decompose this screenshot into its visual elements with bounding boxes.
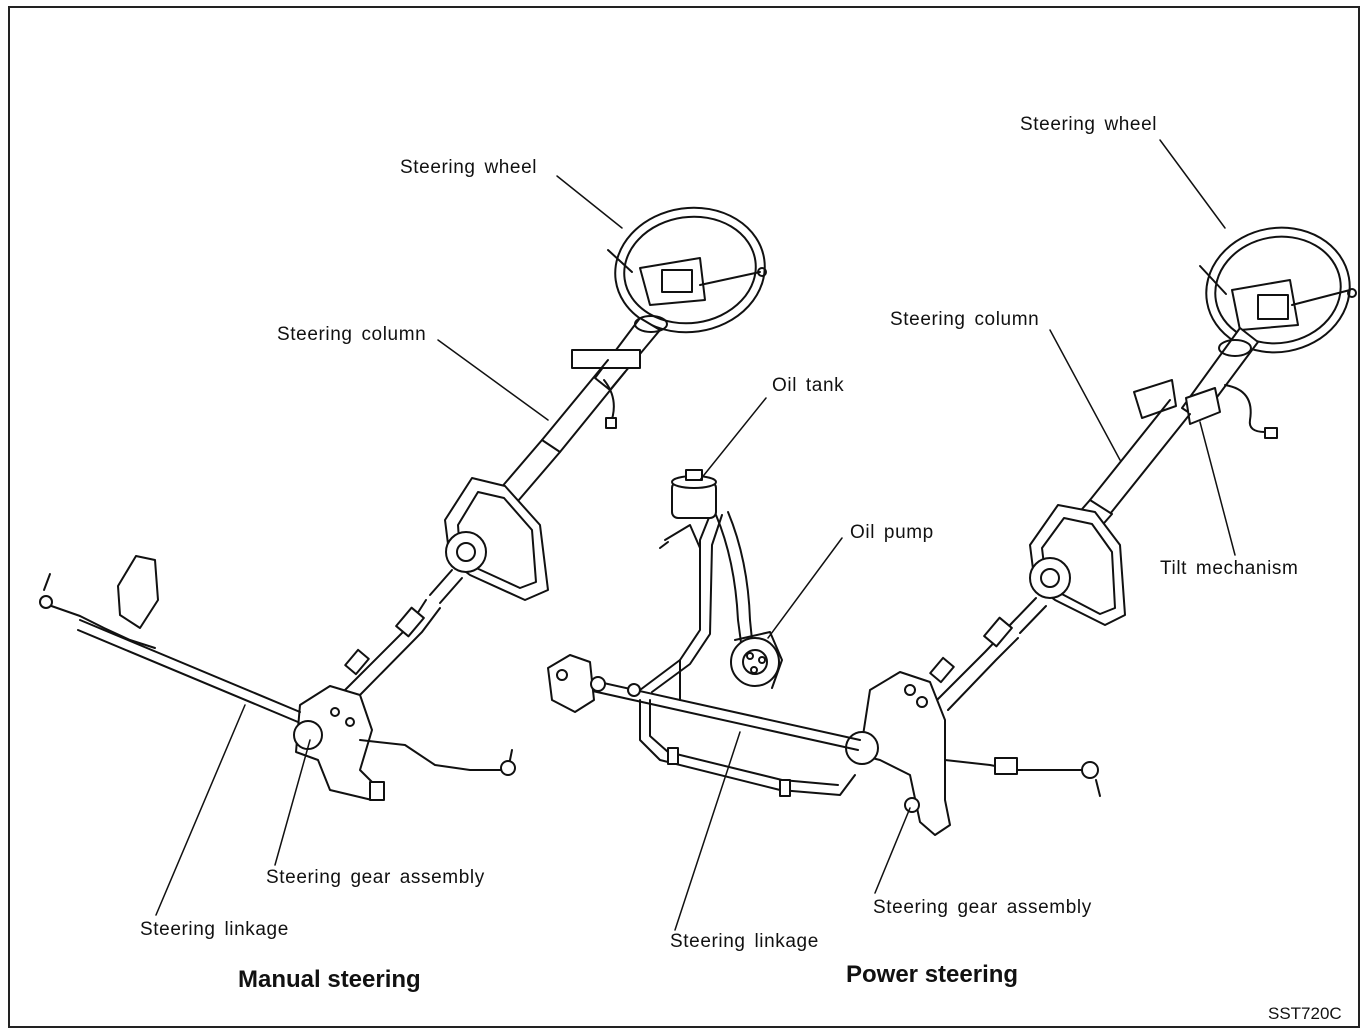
- power-steering-linkage: [548, 655, 1100, 796]
- manual-steering-illustration: [40, 198, 773, 800]
- manual-column-flange: [445, 478, 548, 600]
- manual-steering-gear-box: [294, 686, 384, 800]
- label-oil-pump: Oil pump: [850, 523, 934, 542]
- power-steering-wheel: [1196, 216, 1359, 363]
- power-steering-column: [1076, 328, 1277, 530]
- power-oil-tank: [660, 470, 716, 548]
- label-power-steering-column: Steering column: [890, 310, 1039, 329]
- power-intermediate-shaft: [930, 598, 1046, 710]
- manual-steering-linkage: [40, 556, 515, 775]
- manual-steering-wheel: [607, 198, 773, 342]
- power-steering-gear-box: [846, 672, 950, 835]
- figure-code: SST720C: [1268, 1005, 1342, 1022]
- label-power-steering-linkage: Steering linkage: [670, 932, 819, 951]
- label-power-steering-wheel: Steering wheel: [1020, 115, 1157, 134]
- power-oil-pump: [731, 632, 782, 688]
- caption-power-steering: Power steering: [846, 963, 1018, 987]
- label-manual-steering-gear-assembly: Steering gear assembly: [266, 868, 485, 887]
- label-oil-tank: Oil tank: [772, 376, 844, 395]
- label-manual-steering-column: Steering column: [277, 325, 426, 344]
- manual-intermediate-shaft: [345, 570, 462, 697]
- caption-manual-steering: Manual steering: [238, 968, 421, 992]
- label-manual-steering-wheel: Steering wheel: [400, 158, 537, 177]
- label-manual-steering-linkage: Steering linkage: [140, 920, 289, 939]
- label-tilt-mechanism: Tilt mechanism: [1160, 559, 1298, 578]
- label-power-steering-gear-assembly: Steering gear assembly: [873, 898, 1092, 917]
